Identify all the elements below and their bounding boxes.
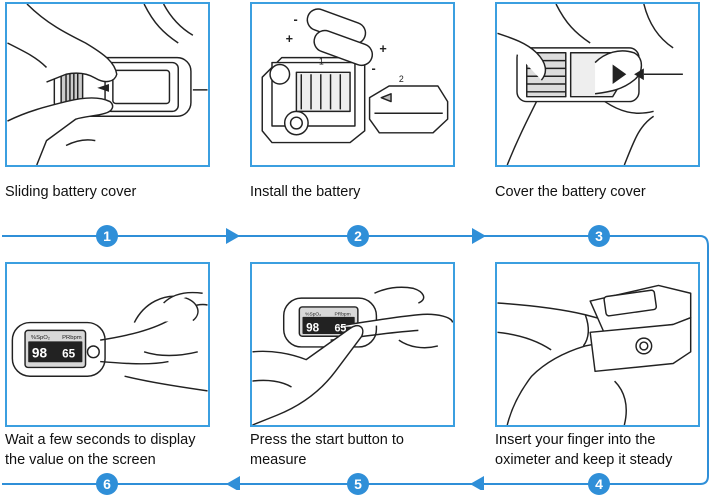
spo2-label: %SpO₂ <box>31 335 50 341</box>
hands-closing-cover-icon <box>497 4 683 165</box>
minus-sign: - <box>372 61 376 75</box>
arrow-left-icon <box>226 476 240 490</box>
press-button-icon: %SpO₂ PRbpm 98 65 <box>252 286 453 425</box>
spo2-label: %SpO₂ <box>305 312 321 318</box>
step-5-panel: %SpO₂ PRbpm 98 65 <box>250 262 455 427</box>
step-3-caption: Cover the battery cover <box>495 184 646 200</box>
step-number-6: 6 <box>96 473 118 495</box>
pr-label: PRbpm <box>62 335 82 341</box>
plus-sign: + <box>379 42 386 56</box>
pr-label: PRbpm <box>334 312 350 318</box>
step-number-4: 4 <box>588 473 610 495</box>
arrow-left-icon <box>470 476 484 490</box>
arrow-right-icon <box>226 228 240 244</box>
step-number-5: 5 <box>347 473 369 495</box>
step-number-2: 2 <box>347 225 369 247</box>
finger-insert-icon <box>497 284 692 425</box>
plus-sign: + <box>286 32 293 46</box>
step-1-caption: Sliding battery cover <box>5 184 137 200</box>
step-number-1: 1 <box>96 225 118 247</box>
step-number-3: 3 <box>588 225 610 247</box>
step-4-panel <box>495 262 700 427</box>
step-3-panel <box>495 2 700 167</box>
step-5-caption: Press the start button to measure <box>250 432 404 468</box>
hands-sliding-cover-icon <box>7 4 208 165</box>
label-2: 2 <box>399 74 404 84</box>
oximeter-display-icon: %SpO₂ PRbpm 98 65 <box>11 291 208 392</box>
spo2-value: 98 <box>306 321 320 334</box>
step-2-caption: Install the battery <box>250 184 361 200</box>
label-1: 1 <box>319 56 324 66</box>
pr-value: 65 <box>62 348 76 361</box>
minus-sign: - <box>293 13 297 27</box>
step-4-caption: Insert your finger into the oximeter and… <box>495 432 673 468</box>
pr-value: 65 <box>334 322 346 334</box>
arrow-right-icon <box>472 228 486 244</box>
step-6-caption: Wait a few seconds to display the value … <box>5 432 196 468</box>
step-2-panel: - + + - 1 2 <box>250 2 455 167</box>
step-1-panel <box>5 2 210 167</box>
spo2-value: 98 <box>32 346 48 361</box>
battery-install-icon: - + + - 1 2 <box>261 8 449 144</box>
step-6-panel: %SpO₂ PRbpm 98 65 <box>5 262 210 427</box>
